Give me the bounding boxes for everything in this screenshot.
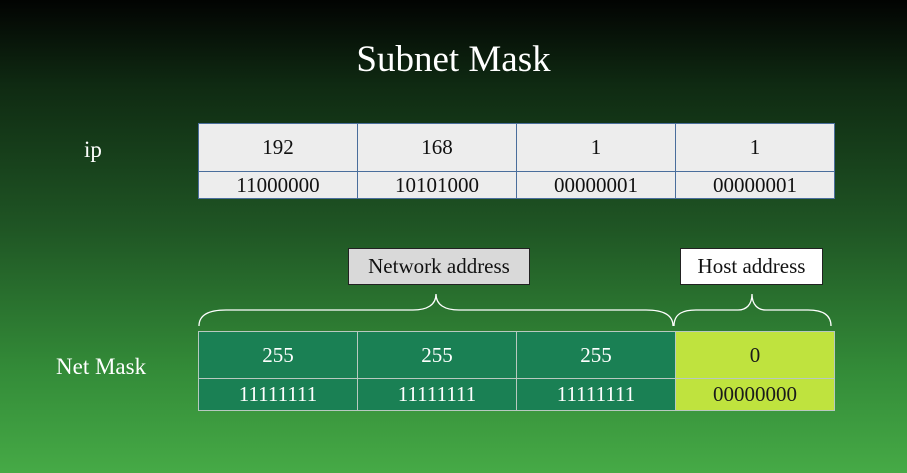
ip-octet-4-binary: 00000001	[675, 171, 835, 199]
mask-decimal-row: 255 255 255 0	[198, 331, 835, 379]
mask-octet-2-binary: 11111111	[357, 378, 517, 411]
ip-octet-1-binary: 11000000	[198, 171, 358, 199]
ip-octet-4-decimal: 1	[675, 123, 835, 172]
ip-octet-3-binary: 00000001	[516, 171, 676, 199]
mask-octet-2-decimal: 255	[357, 331, 517, 379]
ip-octet-2-decimal: 168	[357, 123, 517, 172]
mask-octet-1-decimal: 255	[198, 331, 358, 379]
mask-octet-4-binary: 00000000	[675, 378, 835, 411]
net-mask-table: 255 255 255 0 11111111 11111111 11111111…	[198, 331, 835, 411]
host-brace	[673, 293, 832, 327]
mask-binary-row: 11111111 11111111 11111111 00000000	[198, 378, 835, 411]
ip-octet-3-decimal: 1	[516, 123, 676, 172]
network-brace	[198, 293, 674, 327]
ip-decimal-row: 192 168 1 1	[198, 123, 835, 172]
page-title: Subnet Mask	[356, 39, 551, 80]
ip-binary-row: 11000000 10101000 00000001 00000001	[198, 171, 835, 199]
host-address-callout: Host address	[680, 248, 823, 285]
mask-octet-3-binary: 11111111	[516, 378, 676, 411]
ip-address-table: 192 168 1 1 11000000 10101000 00000001 0…	[198, 123, 835, 199]
ip-octet-1-decimal: 192	[198, 123, 358, 172]
ip-octet-2-binary: 10101000	[357, 171, 517, 199]
mask-octet-1-binary: 11111111	[198, 378, 358, 411]
net-mask-row-label: Net Mask	[56, 354, 147, 379]
network-address-callout: Network address	[348, 248, 530, 285]
mask-octet-3-decimal: 255	[516, 331, 676, 379]
mask-octet-4-decimal: 0	[675, 331, 835, 379]
ip-row-label: ip	[84, 137, 102, 162]
